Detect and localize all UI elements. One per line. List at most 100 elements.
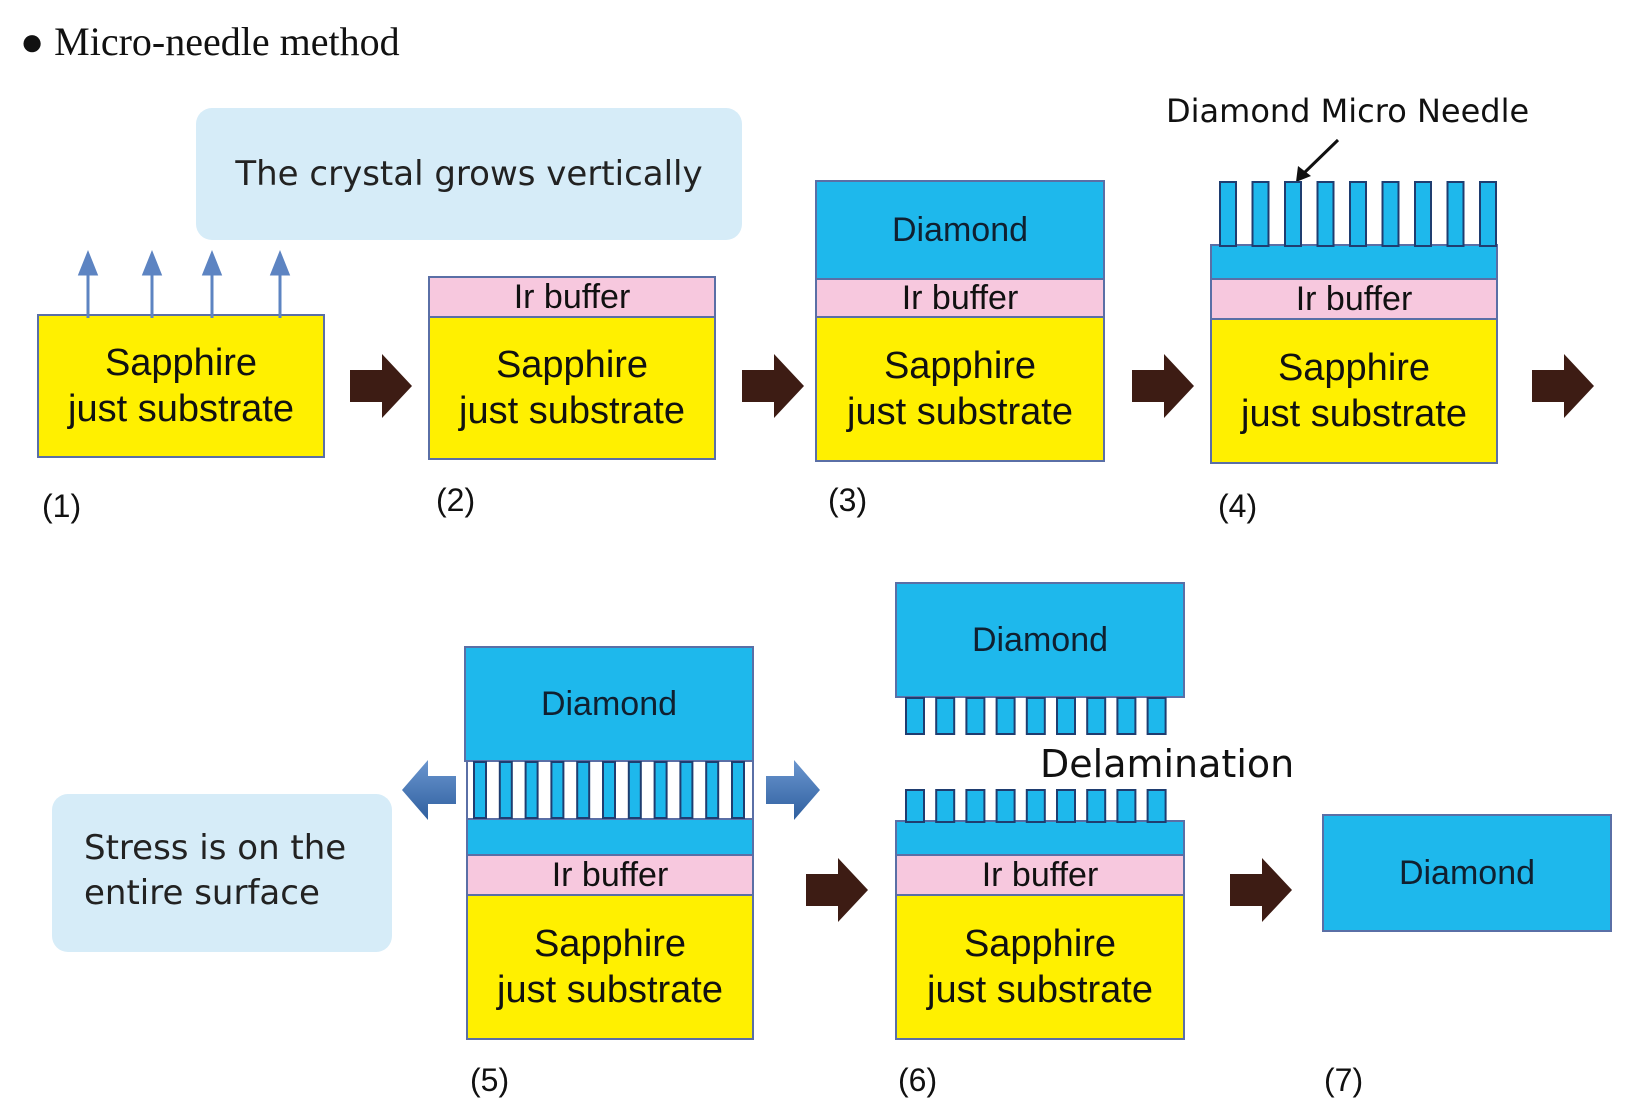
step-label-4: (4)	[1218, 488, 1258, 524]
process-arrow-icon	[350, 354, 412, 418]
micro-needle	[1349, 181, 1367, 247]
micro-needle	[473, 761, 487, 819]
step5-micro-needles	[473, 761, 745, 819]
sapphire-label-line-2: just substrate	[497, 969, 723, 1011]
ir-buffer-label: Ir buffer	[551, 856, 669, 894]
micro-needle	[731, 761, 745, 819]
step-label-6: (6)	[898, 1062, 938, 1098]
micro-needle	[524, 761, 539, 819]
needle-stub	[1146, 697, 1167, 735]
step-label-3: (3)	[828, 482, 868, 518]
step-label-5: (5)	[470, 1062, 510, 1098]
micro-needle	[1414, 181, 1432, 247]
sapphire-label-line-2: just substrate	[1241, 393, 1467, 435]
micro-needle	[1219, 181, 1237, 247]
stress-arrow-right-icon	[766, 760, 820, 820]
needle-stub	[1056, 789, 1076, 823]
growth-arrow-icon	[269, 249, 291, 318]
needle-stub	[935, 697, 956, 735]
sapphire-label-line-2: just substrate	[459, 390, 685, 432]
process-arrow-icon	[1230, 858, 1292, 922]
step4-micro-needles	[1219, 181, 1497, 247]
process-arrow-icon	[1532, 354, 1594, 418]
micro-needle	[498, 761, 513, 819]
growth-arrow-icon	[201, 249, 223, 318]
micro-needle-pointer-icon	[1296, 138, 1340, 182]
diamond-label: Diamond	[540, 684, 678, 723]
needle-stub	[905, 789, 925, 823]
micro-needle-label: Diamond Micro Needle	[1166, 92, 1530, 130]
needle-stub	[965, 697, 986, 735]
sapphire-label-line-1: Sapphire	[533, 923, 687, 965]
ir-buffer-label: Ir buffer	[1295, 280, 1413, 318]
sapphire-label-line-1: Sapphire	[104, 342, 258, 384]
micro-needle	[705, 761, 720, 819]
sapphire-label-line-1: Sapphire	[1277, 347, 1431, 389]
growth-arrow-icon	[77, 249, 99, 318]
needle-stub	[935, 789, 956, 823]
callout-vertical-growth-text: The crystal grows vertically	[235, 154, 703, 194]
callout-vertical-growth: The crystal grows vertically	[196, 108, 742, 240]
sapphire-label-line-2: just substrate	[927, 969, 1153, 1011]
diamond-label: Diamond	[891, 210, 1029, 249]
micro-needle	[576, 761, 591, 819]
micro-needle	[627, 761, 642, 819]
ir-buffer-label: Ir buffer	[901, 279, 1019, 317]
micro-needle	[679, 761, 694, 819]
process-arrows	[350, 354, 1594, 922]
needle-stub	[995, 789, 1016, 823]
step-label-2: (2)	[436, 482, 476, 518]
step3-diamond-layer: Diamond	[815, 180, 1105, 280]
stress-arrow-left-icon	[402, 760, 456, 820]
needle-stub	[905, 697, 925, 735]
micro-needle	[1479, 181, 1497, 247]
step7-diamond-plate: Diamond	[1322, 814, 1612, 932]
diamond-label: Diamond	[1398, 853, 1536, 892]
step-label-7: (7)	[1324, 1062, 1364, 1098]
micro-needle	[1284, 181, 1302, 247]
needle-stub	[1025, 789, 1046, 823]
micro-needle	[1381, 181, 1400, 247]
step6-upper-needle-stubs	[905, 697, 1167, 735]
process-arrow-icon	[806, 858, 868, 922]
step6-ir-buffer: Ir buffer	[895, 854, 1185, 896]
needle-stub	[1146, 789, 1167, 823]
sapphire-label-line-1: Sapphire	[883, 345, 1037, 387]
sapphire-label-line-1: Sapphire	[495, 344, 649, 386]
needle-stub	[1086, 697, 1107, 735]
needle-stub	[965, 789, 986, 823]
sapphire-label-line-2: just substrate	[68, 388, 294, 430]
micro-needle	[1316, 181, 1335, 247]
callout-stress-line-2: entire surface	[84, 873, 320, 913]
step2-ir-buffer: Ir buffer	[428, 276, 716, 318]
micro-needle	[653, 761, 668, 819]
micro-needle	[602, 761, 616, 819]
step5-ir-buffer: Ir buffer	[466, 854, 754, 896]
ir-buffer-label: Ir buffer	[513, 278, 631, 316]
delamination-label: Delamination	[1040, 742, 1295, 786]
needle-stub	[1086, 789, 1107, 823]
sapphire-label-line-2: just substrate	[847, 391, 1073, 433]
sapphire-label-line-1: Sapphire	[963, 923, 1117, 965]
growth-arrows	[77, 249, 291, 318]
step6-lower-needle-stubs	[905, 789, 1167, 823]
micro-needle	[1251, 181, 1270, 247]
micro-needle	[1446, 181, 1465, 247]
needle-stub	[1025, 697, 1046, 735]
diamond-label: Diamond	[971, 620, 1109, 659]
callout-stress: Stress is on the entire surface	[52, 794, 392, 952]
ir-buffer-label: Ir buffer	[981, 856, 1099, 894]
step-label-1: (1)	[42, 488, 82, 524]
page-title: ● Micro-needle method	[20, 19, 400, 64]
micro-needle	[550, 761, 565, 819]
needle-stub	[995, 697, 1016, 735]
growth-arrow-icon	[141, 249, 163, 318]
process-arrow-icon	[1132, 354, 1194, 418]
